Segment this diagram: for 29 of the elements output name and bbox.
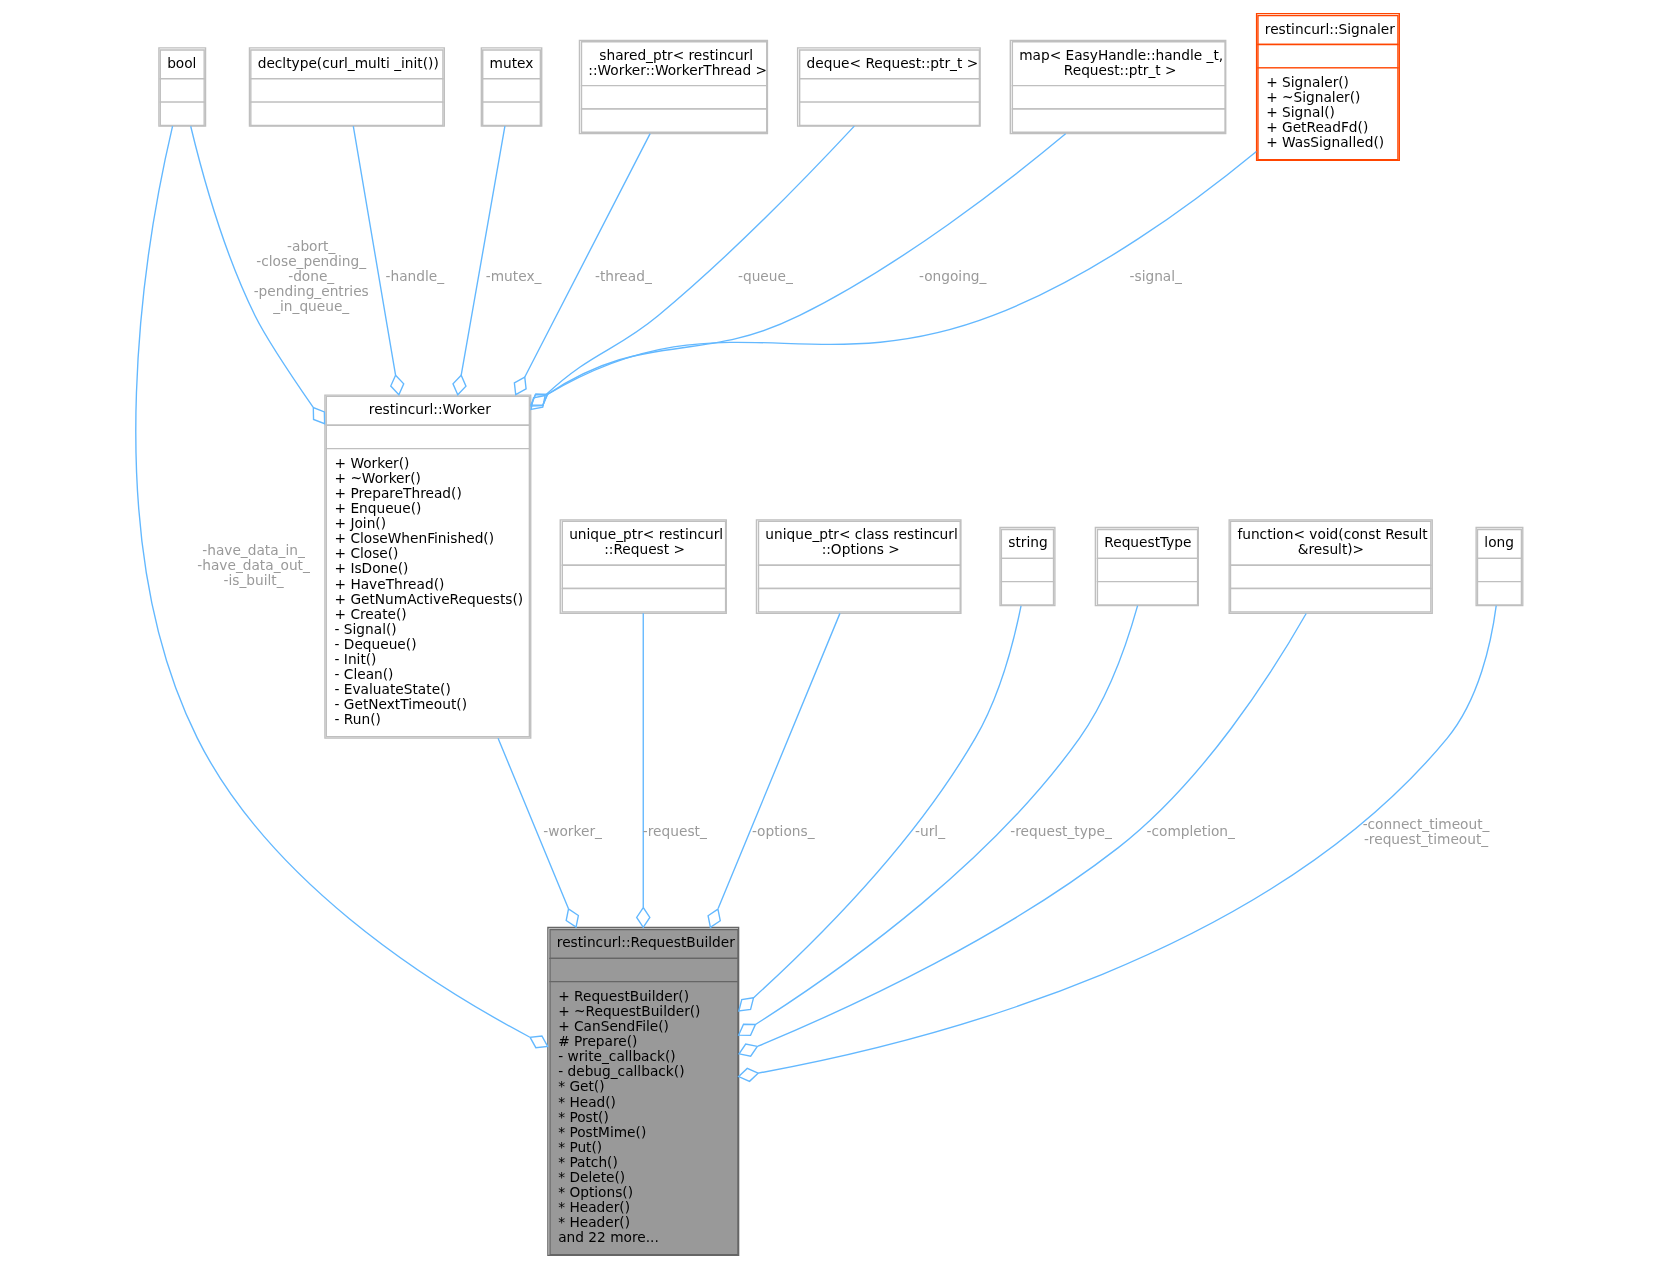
edge-label: -connect_timeout_ -request_timeout_ xyxy=(1362,815,1489,847)
edge-label: -handle_ xyxy=(385,268,444,285)
edge-label: -request_type_ xyxy=(1009,823,1112,840)
connector xyxy=(352,125,405,396)
connector xyxy=(529,125,855,411)
connector xyxy=(189,125,325,425)
connector xyxy=(736,605,1497,1083)
connector xyxy=(529,133,1066,407)
edge-label: -options_ xyxy=(751,823,815,840)
edge-label: -ongoing_ xyxy=(918,268,986,285)
edge-label: -worker_ xyxy=(542,823,602,840)
connector xyxy=(635,612,651,929)
connector xyxy=(737,612,1307,1057)
edge-label: -abort_ -close_pending_ -done_ -pending_entries _in_queue_ xyxy=(253,237,369,315)
connector xyxy=(737,605,1022,1012)
connector xyxy=(134,125,549,1049)
edge-label: -queue_ xyxy=(737,268,793,285)
edge-label: -signal_ xyxy=(1129,268,1182,285)
connector xyxy=(737,605,1138,1037)
edge-label: -url_ xyxy=(914,823,945,840)
connector xyxy=(706,612,841,929)
edge-label: -mutex_ xyxy=(485,268,541,285)
edge-label: -completion_ xyxy=(1146,823,1235,840)
connector xyxy=(529,150,1257,406)
connector xyxy=(513,133,651,396)
edge-label: -have_data_in_ -have_data_out_ -is_built_ xyxy=(196,541,310,589)
connector xyxy=(496,737,579,929)
connector xyxy=(451,125,506,396)
edge-label: -thread_ xyxy=(594,268,652,285)
